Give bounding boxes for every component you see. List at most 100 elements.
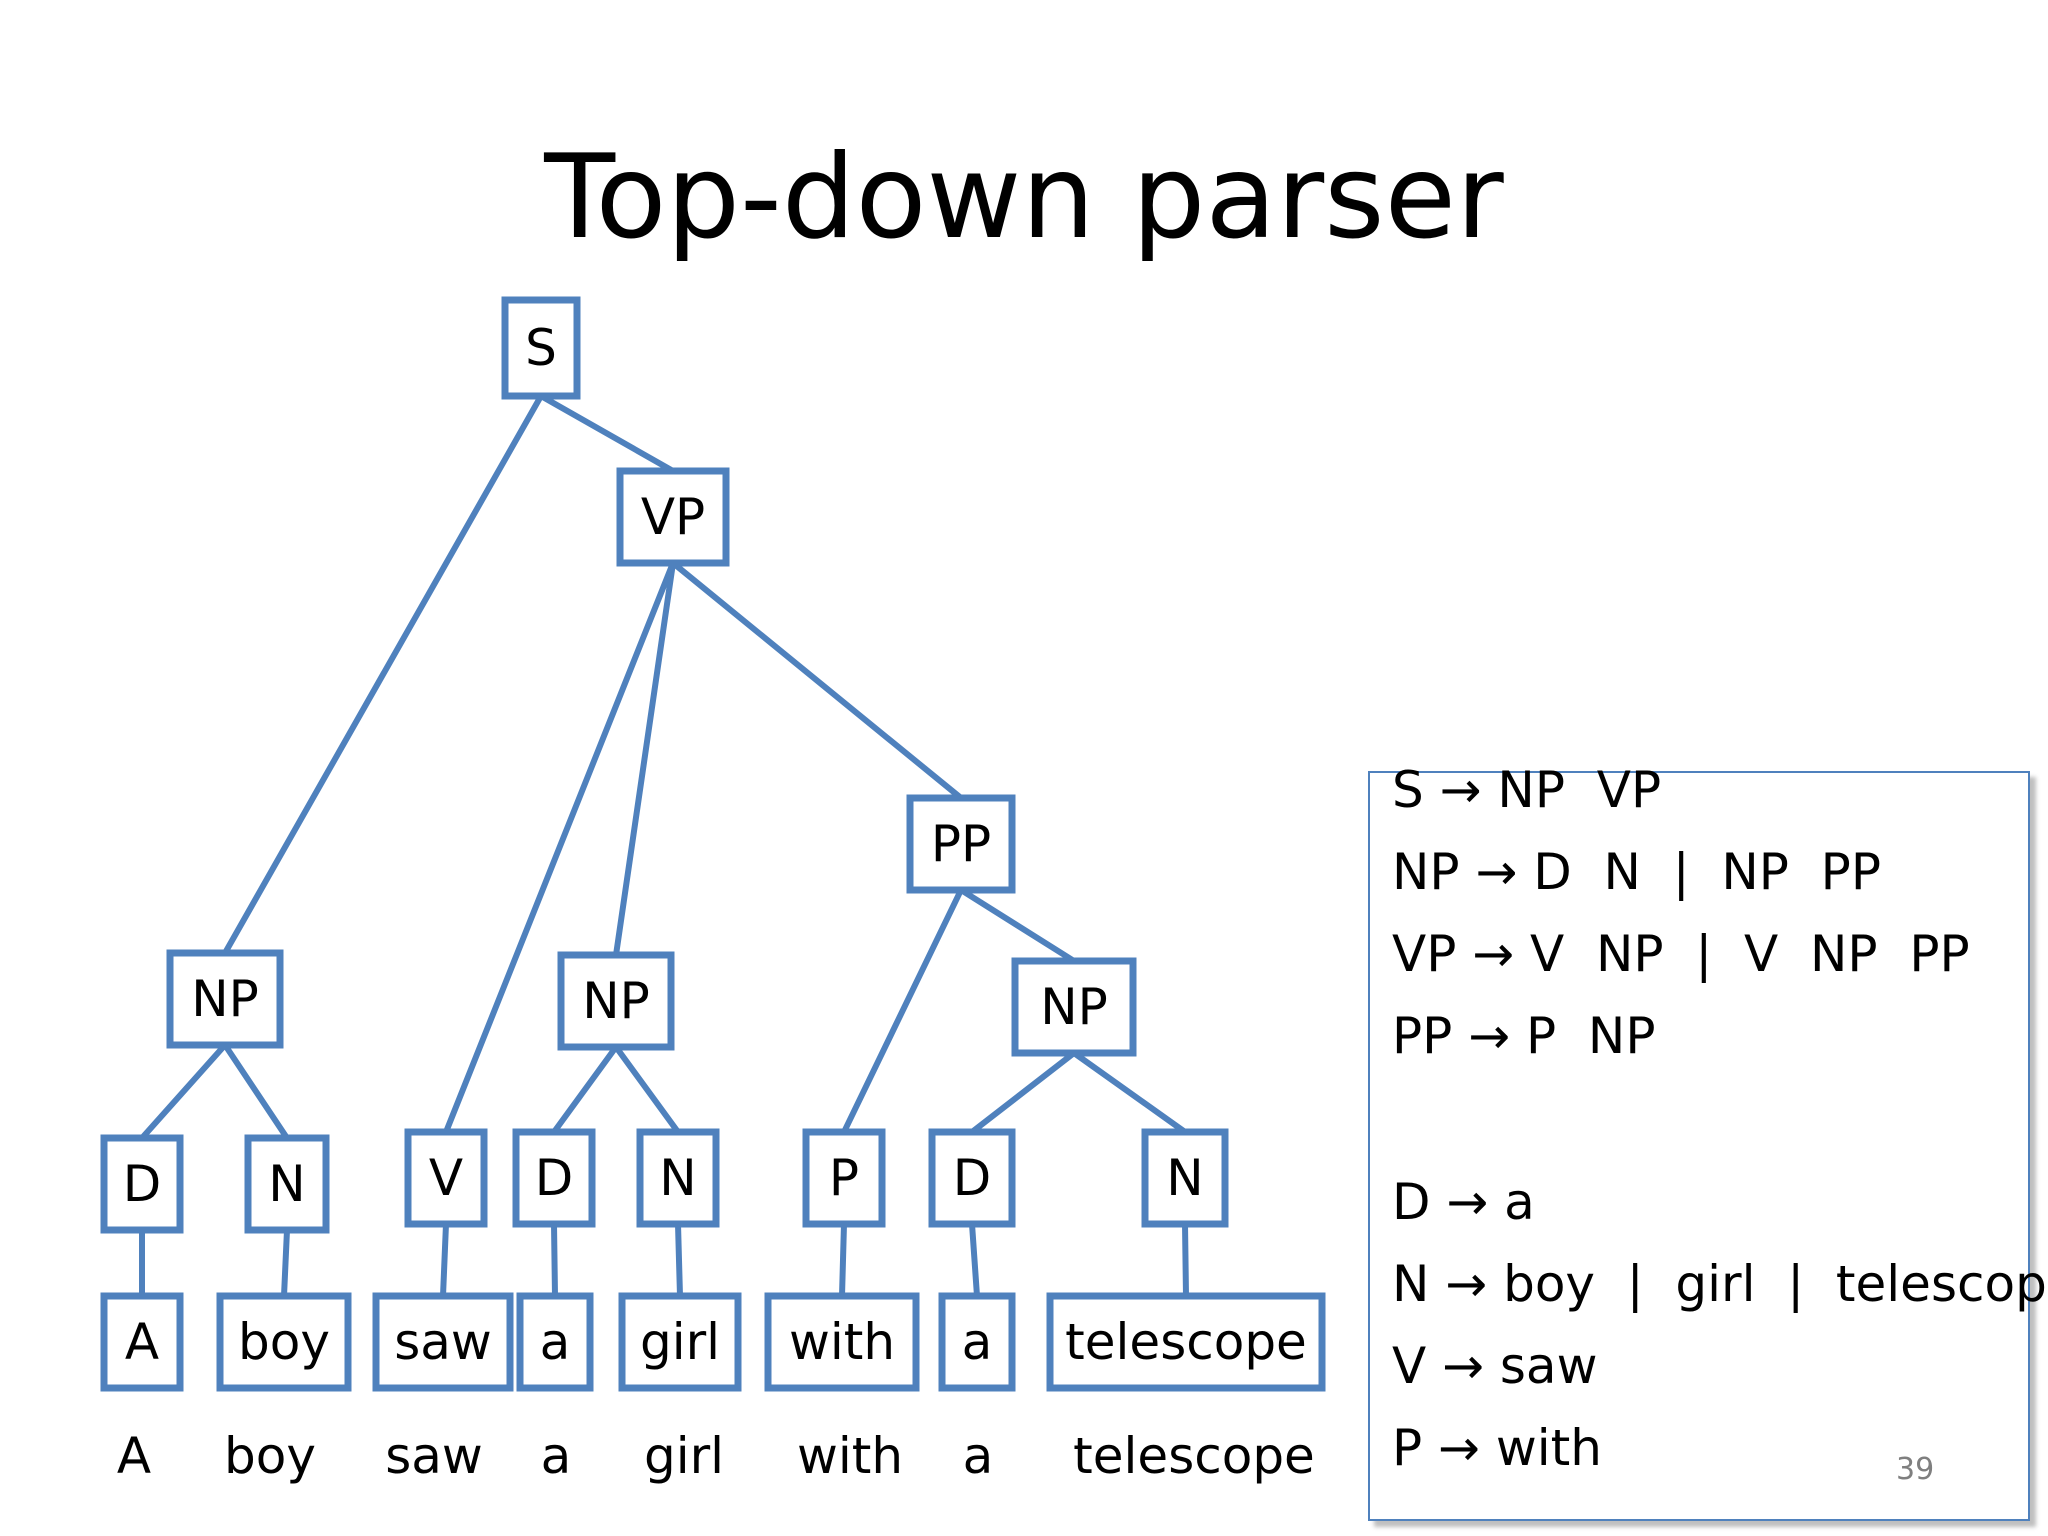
edge-np1-n1 [222, 1042, 290, 1141]
edge-d2-w4 [551, 1221, 558, 1299]
node-label-np2: NP [582, 972, 650, 1030]
node-label-w2: boy [238, 1313, 330, 1371]
word-node-w1: A [100, 1292, 184, 1392]
grammar-rule-v: V → saw [1392, 1337, 1598, 1395]
edge-d3-w7 [969, 1221, 980, 1299]
node-label-s: S [525, 319, 557, 377]
grammar-rule-d: D → a [1392, 1173, 1535, 1231]
category-node-s: S [501, 296, 581, 400]
edge-np3-d3 [969, 1050, 1077, 1135]
node-label-w3: saw [394, 1313, 492, 1371]
sentence-word-8: telescope [1073, 1427, 1315, 1485]
node-box-n1 [244, 1134, 330, 1234]
node-box-d1 [100, 1134, 184, 1234]
node-box-s [501, 296, 581, 400]
node-box-np3 [1011, 957, 1137, 1057]
node-box-w8 [1046, 1292, 1326, 1392]
grammar-rules-box: S → NP VP NP → D N | NP PP VP → V NP | V… [1368, 761, 2048, 1521]
word-node-w8: telescope [1046, 1292, 1326, 1392]
sentence-word-2: boy [224, 1427, 316, 1485]
slide-title: Top-down parser [544, 130, 1504, 265]
edge-s-np1 [222, 393, 544, 956]
edge-n3-w8 [1182, 1221, 1189, 1299]
word-node-w2: boy [216, 1292, 352, 1392]
category-node-np1: NP [166, 949, 284, 1049]
node-box-np1 [166, 949, 284, 1049]
grammar-rule-np: NP → D N | NP PP [1392, 843, 1881, 901]
edge-n1-w2 [281, 1227, 290, 1299]
node-label-np1: NP [191, 970, 259, 1028]
category-node-n3: N [1141, 1128, 1229, 1228]
node-box-pp [906, 794, 1016, 894]
sentence-word-5: girl [644, 1427, 724, 1485]
word-node-w4: a [516, 1292, 594, 1392]
page-number: 39 [1896, 1452, 1935, 1487]
node-label-w5: girl [640, 1313, 720, 1371]
node-label-n1: N [268, 1155, 305, 1213]
node-box-w5 [618, 1292, 742, 1392]
node-box-w2 [216, 1292, 352, 1392]
node-label-v: V [429, 1149, 463, 1207]
sentence-word-7: a [963, 1427, 994, 1485]
node-label-pp: PP [931, 815, 991, 873]
node-label-n3: N [1166, 1149, 1203, 1207]
grammar-rule-p: P → with [1392, 1419, 1602, 1477]
sentence-word-6: with [797, 1427, 903, 1485]
node-box-d3 [928, 1128, 1016, 1228]
node-box-w7 [938, 1292, 1016, 1392]
category-node-d3: D [928, 1128, 1016, 1228]
sentence-word-1: A [117, 1427, 151, 1485]
node-box-n2 [636, 1128, 720, 1228]
category-node-d1: D [100, 1134, 184, 1234]
grammar-rule-n: N → boy | girl | telescope [1392, 1255, 2048, 1313]
sentence-word-3: saw [385, 1427, 483, 1485]
node-box-np2 [557, 951, 675, 1051]
edge-vp-pp [670, 560, 964, 801]
edge-np3-n3 [1071, 1050, 1188, 1135]
category-node-vp: VP [616, 467, 730, 567]
edge-pp-p [841, 887, 964, 1135]
word-node-w3: saw [372, 1292, 514, 1392]
edge-v-w3 [440, 1221, 449, 1299]
node-box-n3 [1141, 1128, 1229, 1228]
node-label-w8: telescope [1065, 1313, 1307, 1371]
edge-vp-np2 [613, 560, 676, 958]
node-label-d3: D [953, 1149, 992, 1207]
node-label-w6: with [789, 1313, 895, 1371]
node-box-vp [616, 467, 730, 567]
node-label-d1: D [123, 1155, 162, 1213]
edge-p-w6 [839, 1221, 847, 1299]
word-node-w6: with [764, 1292, 920, 1392]
edge-np1-d1 [139, 1042, 228, 1141]
category-node-np2: NP [557, 951, 675, 1051]
node-box-w6 [764, 1292, 920, 1392]
grammar-rule-s: S → NP VP [1392, 761, 1662, 819]
edge-s-vp [538, 393, 676, 474]
node-label-w4: a [540, 1313, 571, 1371]
edge-n2-w5 [675, 1221, 683, 1299]
word-node-w5: girl [618, 1292, 742, 1392]
edge-np2-n2 [613, 1044, 681, 1135]
category-node-v: V [404, 1128, 488, 1228]
node-box-d2 [512, 1128, 596, 1228]
node-label-vp: VP [641, 488, 705, 546]
edge-vp-v [443, 560, 676, 1135]
node-box-w3 [372, 1292, 514, 1392]
tree-edges [139, 393, 1189, 1299]
word-node-w7: a [938, 1292, 1016, 1392]
node-label-np3: NP [1040, 978, 1108, 1036]
node-label-w1: A [125, 1313, 159, 1371]
node-label-d2: D [535, 1149, 574, 1207]
edge-pp-np3 [958, 887, 1077, 964]
category-node-d2: D [512, 1128, 596, 1228]
grammar-rule-vp: VP → V NP | V NP PP [1392, 925, 1970, 983]
grammar-rule-pp: PP → P NP [1392, 1007, 1656, 1065]
node-box-p [802, 1128, 886, 1228]
node-box-v [404, 1128, 488, 1228]
node-label-w7: a [962, 1313, 993, 1371]
category-node-p: P [802, 1128, 886, 1228]
category-node-n1: N [244, 1134, 330, 1234]
